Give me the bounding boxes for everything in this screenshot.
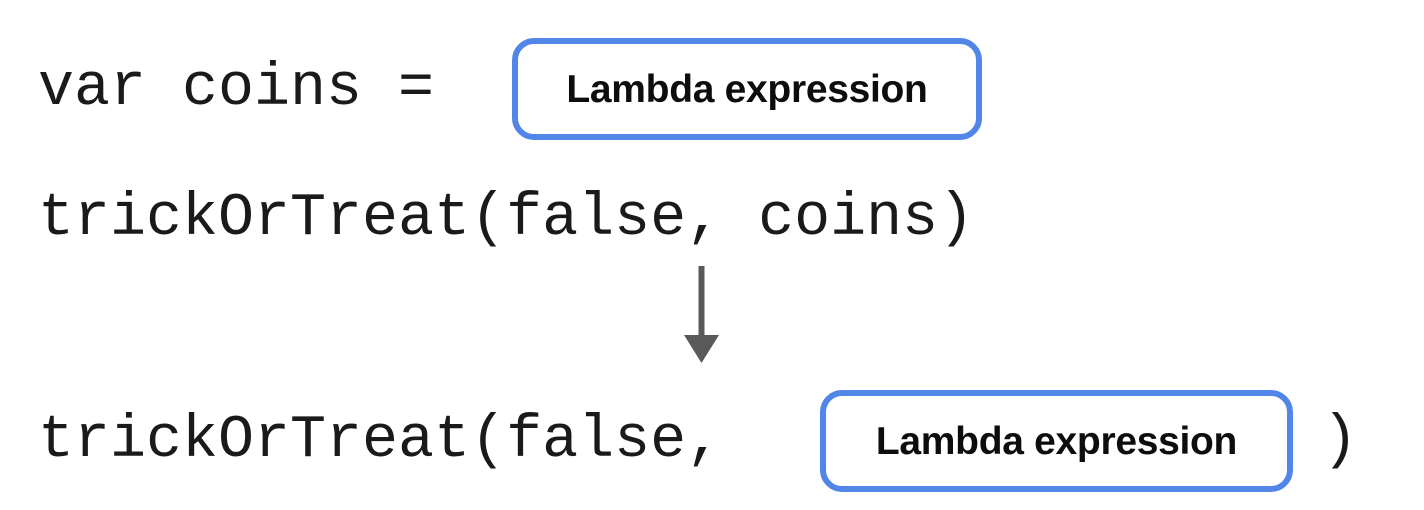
lambda-expression-chip-inline[interactable]: Lambda expression xyxy=(820,390,1293,492)
lambda-expression-chip-declaration[interactable]: Lambda expression xyxy=(512,38,982,140)
code-line-call-with-variable: trickOrTreat(false, coins) xyxy=(38,185,975,253)
code-line-call-with-trailing-lambda-prefix: trickOrTreat(false, xyxy=(38,407,759,475)
code-line-declaration-prefix: var coins = xyxy=(38,55,471,123)
code-closing-parenthesis: ) xyxy=(1322,407,1359,475)
down-arrow-icon xyxy=(672,262,732,368)
lambda-expression-chip-label: Lambda expression xyxy=(566,67,928,111)
lambda-expression-chip-label: Lambda expression xyxy=(875,419,1238,463)
